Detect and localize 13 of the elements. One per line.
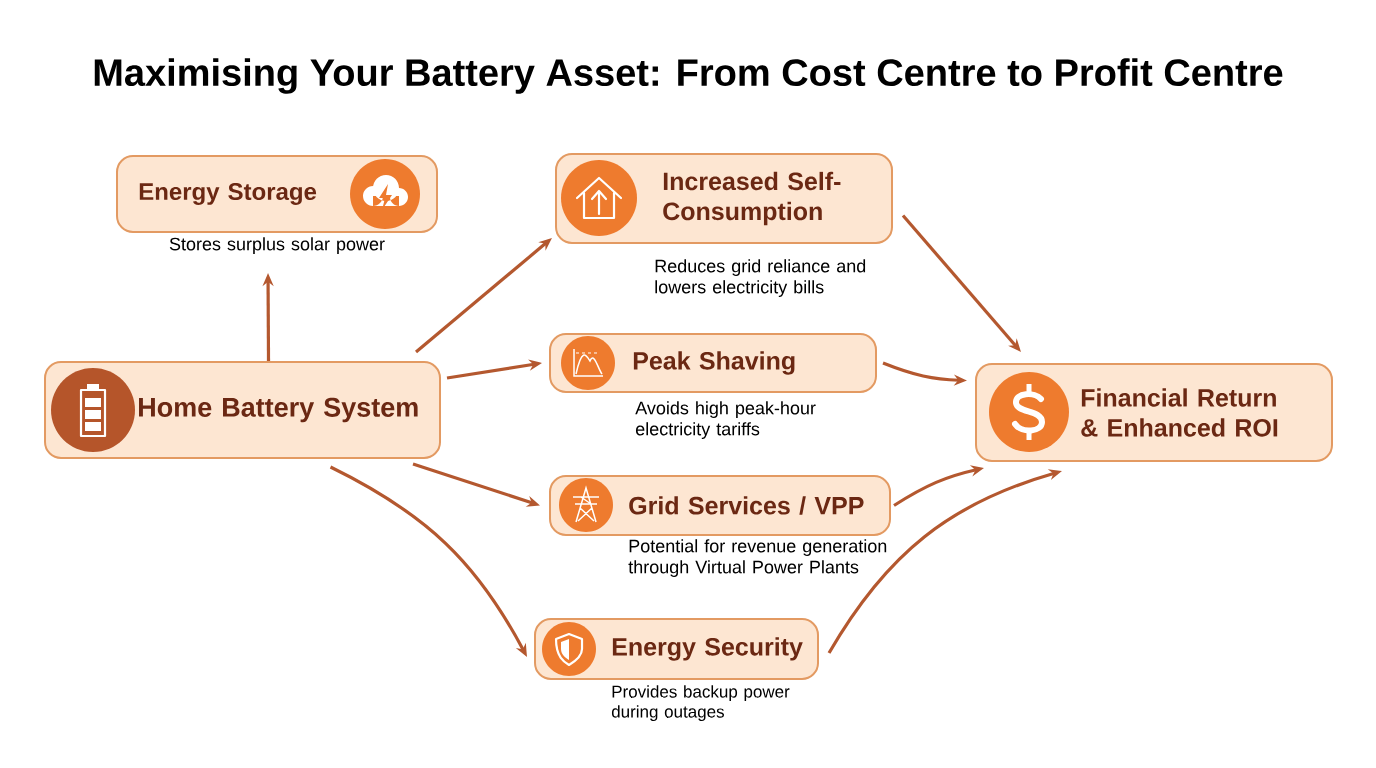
description-text: Avoids high peak-hour electricity tariffs [635,401,816,439]
process-box: Increased Self-Consumption [555,153,893,244]
process-box: Home Battery System [44,361,441,459]
process-box: Energy Storage [116,155,438,233]
process-box: Energy Security [534,618,819,680]
description-text: Reduces grid reliance and lowers electricity bills [655,259,866,297]
process-box: Grid Services / VPP [549,475,891,536]
process-box: Financial Return & Enhanced ROI [975,363,1333,462]
description-text: Stores surplus solar power [169,237,385,254]
description-text: Potential for revenue generation through Virtual Power Plants [628,539,887,577]
title: Maximising Your Battery Asset: From Cost Centre to Profit Centre [94,58,1283,94]
description-text: Provides backup power during outages [611,685,790,722]
process-box: Peak Shaving [549,333,877,393]
